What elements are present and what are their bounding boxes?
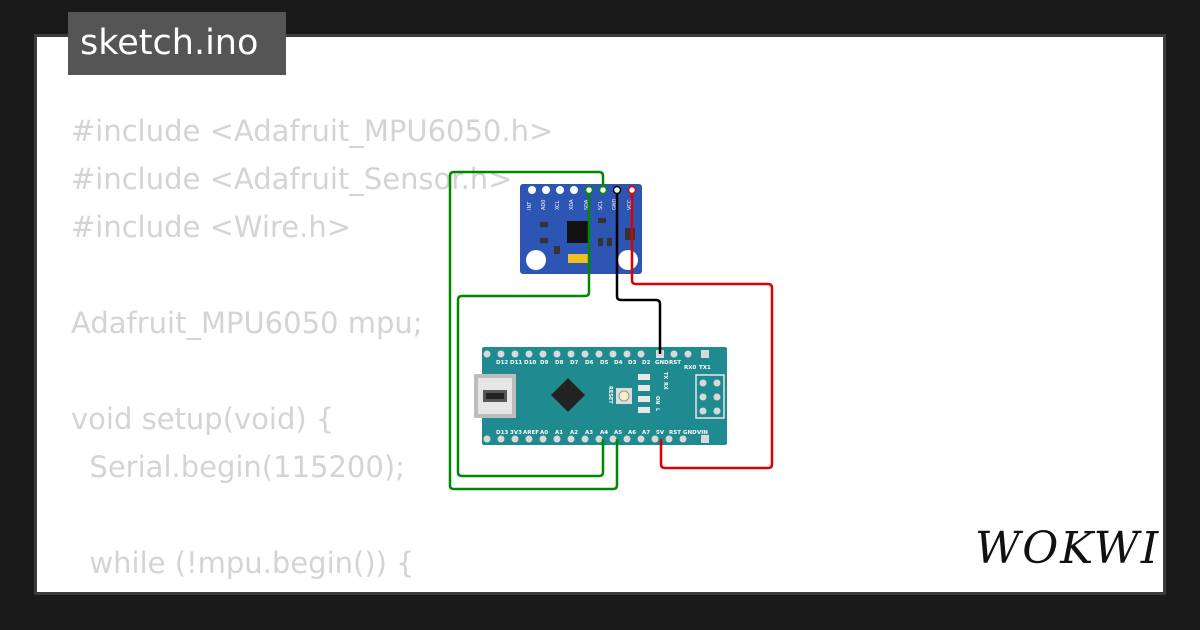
nano-pin-label: D5 — [600, 360, 609, 366]
bottom-frame — [0, 595, 1200, 630]
led-label: RX — [662, 382, 668, 390]
code-line: #include <Adafruit_MPU6050.h> — [71, 114, 554, 148]
mpu-pin-label: XDA — [569, 199, 575, 210]
nano-pin-label: 5V — [656, 430, 665, 436]
nano-pin-label: A0 — [540, 430, 548, 436]
led-label: L — [654, 408, 660, 412]
nano-pin-label: A4 — [600, 430, 608, 436]
file-tab[interactable]: sketch.ino — [68, 12, 286, 75]
nano-pin-label: GND — [683, 430, 697, 436]
sda-wire[interactable] — [448, 170, 619, 491]
nano-pin-label: 3V3 — [510, 430, 522, 436]
nano-pin-label: D10 — [524, 360, 536, 366]
mpu-mounting-hole — [618, 250, 638, 270]
nano-pin-label: VIN — [697, 430, 708, 436]
nano-pin-label: A3 — [585, 430, 593, 436]
wokwi-logo: WOKWI — [975, 523, 1161, 574]
nano-pin-label: AREF — [523, 430, 539, 436]
nano-pin-label: A5 — [614, 430, 622, 436]
led-label: TX — [662, 372, 668, 379]
canvas-card: #include <Adafruit_MPU6050.h> #include <A… — [34, 34, 1166, 595]
led-label: ON — [654, 396, 660, 404]
nano-pin-label: RX0 — [684, 365, 696, 371]
nano-pin-label: D3 — [628, 360, 637, 366]
gnd-wire[interactable] — [615, 190, 662, 354]
nano-pin-label: D4 — [614, 360, 623, 366]
nano-pin-label: D9 — [540, 360, 549, 366]
nano-pin-label: D8 — [555, 360, 564, 366]
mpu-pin-label: SCL — [598, 200, 604, 210]
nano-pin-label: A2 — [570, 430, 578, 436]
nano-pin-label: D2 — [642, 360, 651, 366]
nano-pin-label: A1 — [555, 430, 563, 436]
nano-pin-label: GND — [655, 360, 669, 366]
nano-mcu-chip — [551, 378, 585, 412]
code-preview: #include <Adafruit_MPU6050.h> #include <A… — [71, 107, 720, 592]
icsp-header — [695, 374, 725, 419]
arduino-nano-board[interactable]: D12 D11 D10 D9 D8 D7 D6 D5 D4 D3 D2 GND … — [474, 347, 727, 445]
mpu-crystal — [568, 254, 588, 263]
code-line: while (!mpu.begin()) { — [71, 546, 415, 580]
code-line: Serial.begin(115200); — [71, 450, 405, 484]
usb-connector-icon — [474, 374, 516, 418]
vcc-wire[interactable] — [630, 190, 774, 470]
mpu-mounting-hole — [526, 250, 546, 270]
nano-bottom-pins — [483, 435, 709, 443]
nano-pin-label: A7 — [642, 430, 650, 436]
code-line: #include <Adafruit_Sensor.h> — [71, 162, 513, 196]
wire-endpoints — [584, 185, 637, 195]
nano-pin-label: TX1 — [699, 365, 711, 371]
mpu-pin-label: GND — [612, 198, 618, 210]
mpu-pin-label: SDA — [584, 199, 590, 210]
nano-pin-label: D11 — [510, 360, 522, 366]
nano-pin-label: D13 — [496, 430, 508, 436]
reset-button[interactable] — [616, 388, 632, 404]
nano-pin-label: D6 — [585, 360, 594, 366]
nano-pin-label: D12 — [496, 360, 508, 366]
nano-pin-label: D7 — [570, 360, 579, 366]
nano-leds — [638, 374, 650, 413]
mpu-pin-label: XCL — [555, 200, 561, 210]
nano-pin-label: RST — [669, 430, 681, 436]
mpu6050-board[interactable]: INT AD0 XCL XDA SDA SCL GND VCC — [520, 184, 642, 274]
nano-pin-label: A6 — [628, 430, 636, 436]
reset-label: RESET — [607, 386, 613, 404]
scl-wire[interactable] — [456, 190, 605, 478]
mpu-pin-label: INT — [527, 201, 533, 210]
code-line: Adafruit_MPU6050 mpu; — [71, 306, 423, 340]
code-line: void setup(void) { — [71, 402, 335, 436]
mpu-pin-label: VCC — [627, 199, 633, 210]
mpu-chip — [567, 221, 589, 243]
mpu-smd-components — [540, 218, 635, 254]
code-line: #include <Wire.h> — [71, 210, 352, 244]
mpu-pin-label: AD0 — [541, 200, 547, 210]
nano-pin-label: RST — [669, 360, 681, 366]
